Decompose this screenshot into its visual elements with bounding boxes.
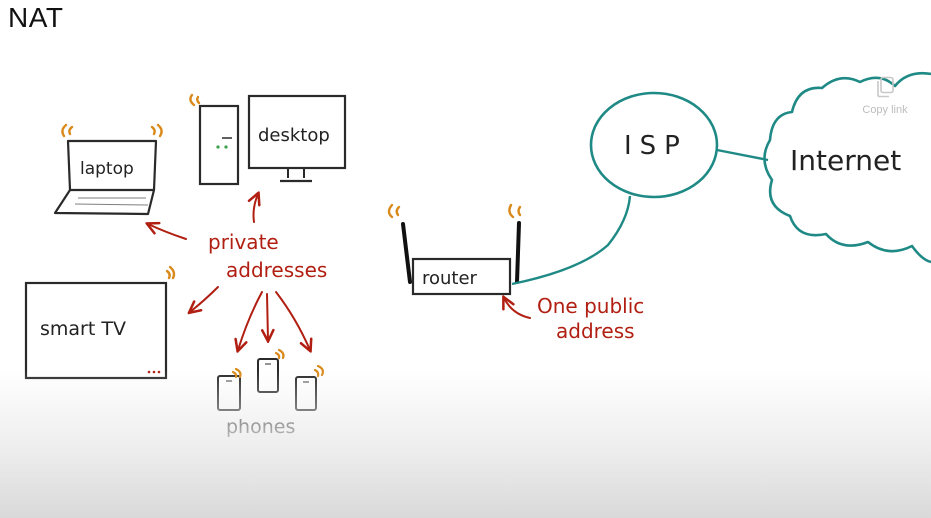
desktop-tower-icon <box>189 93 240 186</box>
router-isp-link <box>511 195 632 286</box>
wifi-signal-icon <box>165 265 176 280</box>
smart-tv-icon: smart TV <box>24 265 176 380</box>
arrow-to-phone-middle <box>267 293 268 340</box>
private-addresses-annotation: private addresses <box>148 194 327 350</box>
laptop-label: laptop <box>80 159 134 179</box>
arrow-to-router <box>504 298 531 319</box>
private-label-line2: addresses <box>226 258 327 282</box>
copy-icon <box>877 76 894 98</box>
desktop-label: desktop <box>258 125 330 146</box>
router-label: router <box>422 268 478 289</box>
arrow-to-phone-left <box>238 291 263 350</box>
smart-tv-label: smart TV <box>40 318 126 340</box>
bottom-gradient-overlay <box>0 370 931 518</box>
laptop-icon: laptop <box>53 123 163 216</box>
internet-label: Internet <box>790 144 901 177</box>
public-address-annotation: One public address <box>504 294 644 343</box>
copy-link-label: Copy link <box>862 104 908 116</box>
isp-label: ISP <box>624 131 688 161</box>
arrow-to-desktop <box>254 194 259 223</box>
desktop-monitor-icon: desktop <box>247 94 347 183</box>
wifi-signal-icon <box>189 93 201 107</box>
public-label-line2: address <box>556 319 635 343</box>
arrow-to-smart-tv <box>190 286 219 312</box>
cloud-outline <box>763 71 931 264</box>
router-icon: router <box>387 203 522 296</box>
isp-internet-link <box>716 148 769 162</box>
isp-node: ISP <box>589 91 719 199</box>
wifi-signal-icon <box>61 123 163 138</box>
internet-cloud: Internet <box>763 71 931 264</box>
page-title: NAT <box>8 2 64 33</box>
arrow-to-laptop <box>148 224 187 240</box>
copy-link-button[interactable]: Copy link <box>852 76 918 116</box>
arrow-to-phone-right <box>275 291 310 350</box>
wifi-signal-icon <box>387 203 522 219</box>
public-label-line1: One public <box>537 294 644 318</box>
private-label-line1: private <box>208 230 279 254</box>
